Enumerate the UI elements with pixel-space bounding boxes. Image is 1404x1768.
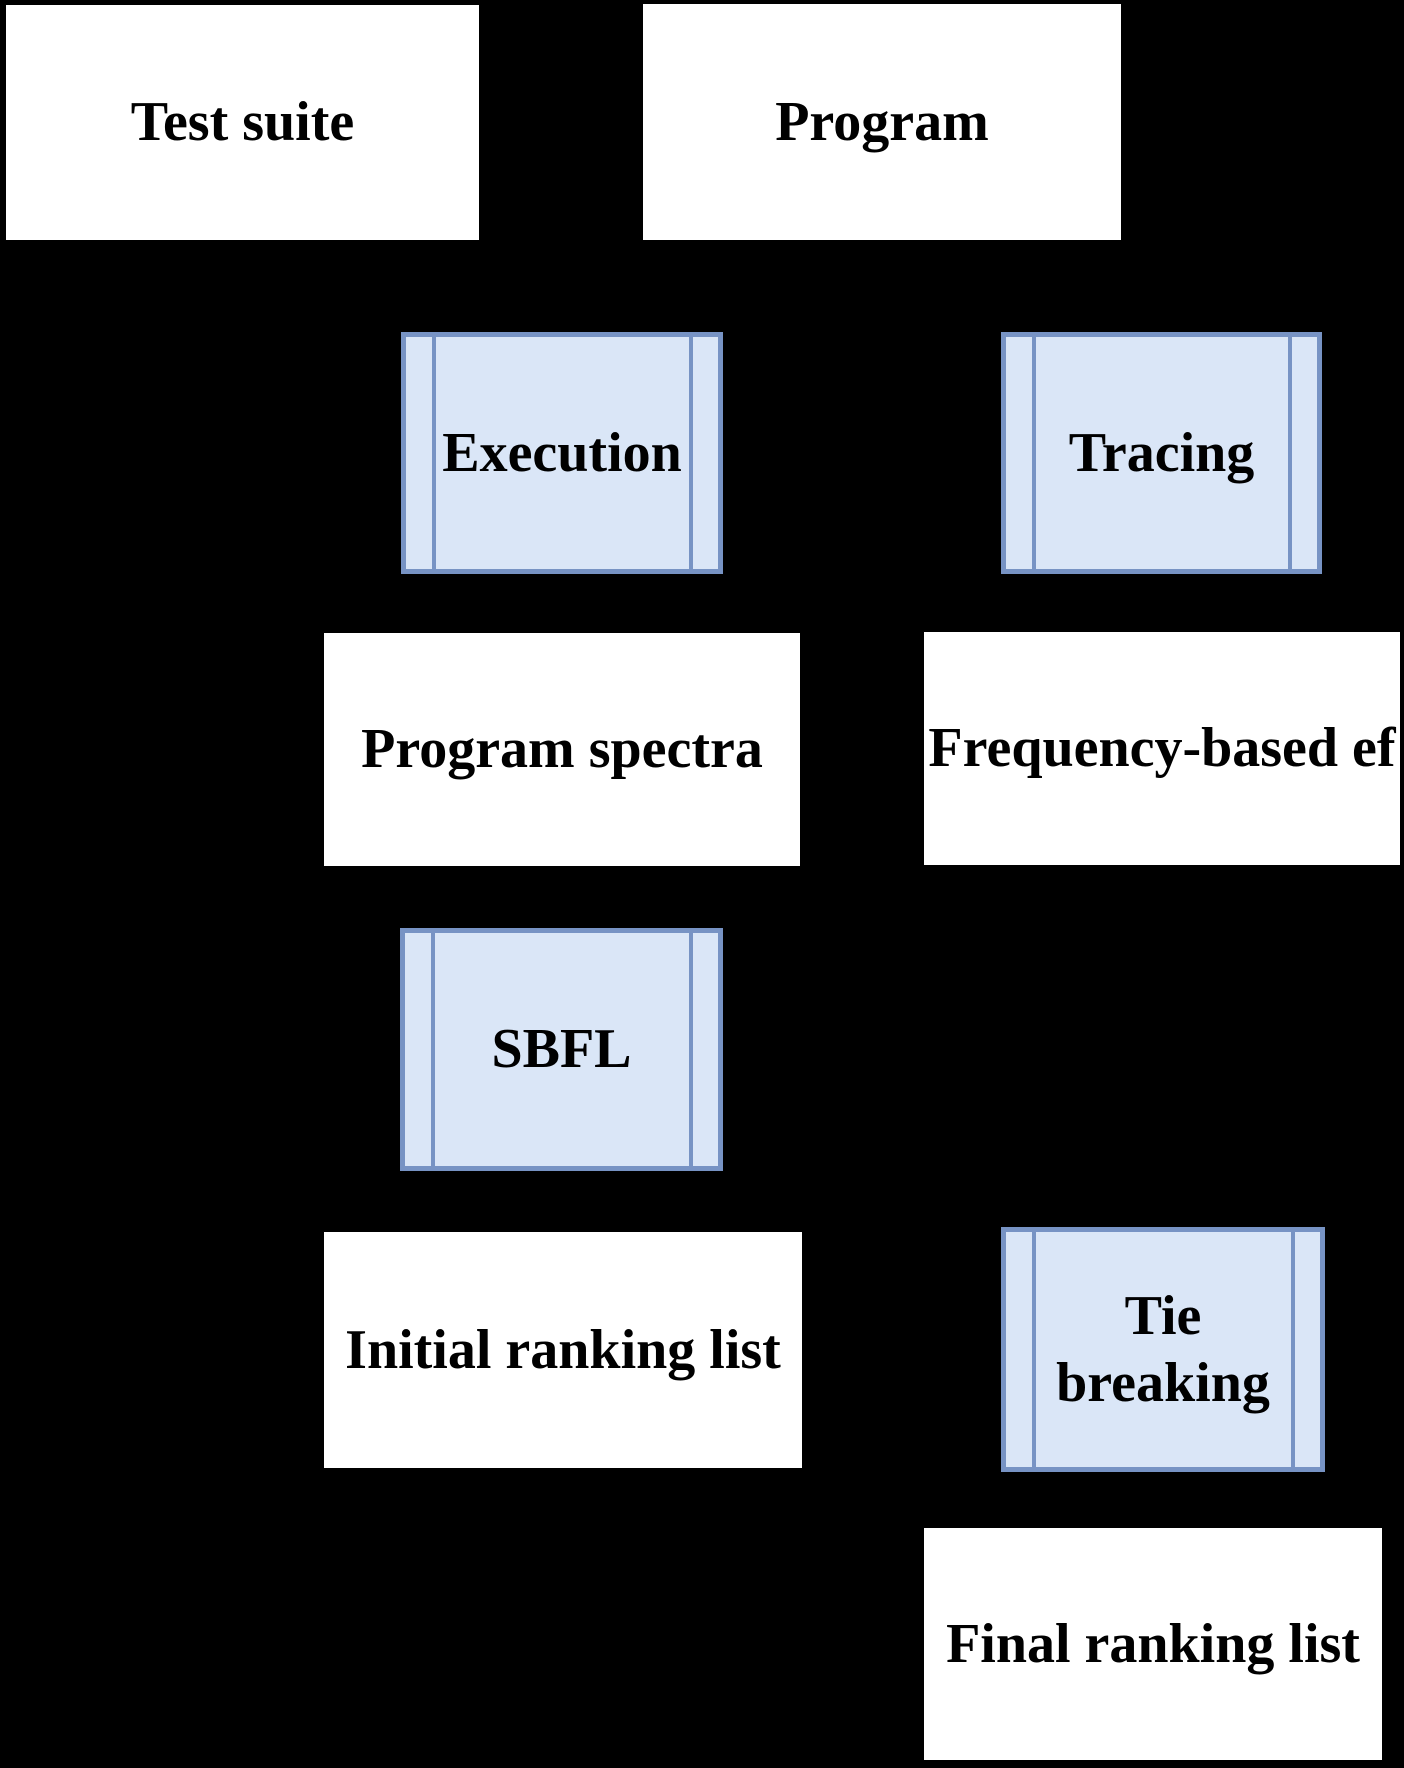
node-program-spectra: Program spectra [324, 633, 800, 866]
node-tie-breaking-label: Tie breaking [1056, 1285, 1270, 1414]
node-test-suite-label: Test suite [130, 91, 355, 154]
process-inner-line-right [689, 337, 693, 569]
node-final-ranking-list-label: Final ranking list [946, 1612, 1360, 1675]
process-inner-line-left [1032, 1232, 1036, 1467]
node-initial-ranking-list: Initial ranking list [324, 1232, 802, 1468]
node-test-suite: Test suite [6, 5, 479, 240]
node-sbfl: SBFL [400, 928, 723, 1171]
process-inner-line-right [1291, 1232, 1295, 1467]
node-frequency-based-ef: Frequency-based ef [924, 632, 1400, 865]
process-inner-line-left [1032, 337, 1036, 569]
node-initial-ranking-list-label: Initial ranking list [345, 1318, 781, 1381]
node-program: Program [643, 4, 1121, 240]
node-final-ranking-list: Final ranking list [924, 1528, 1382, 1760]
node-tracing-label: Tracing [1068, 421, 1255, 484]
process-inner-line-left [431, 933, 435, 1166]
node-tracing: Tracing [1001, 332, 1322, 574]
node-program-label: Program [775, 90, 989, 153]
process-inner-line-left [432, 337, 436, 569]
node-program-spectra-label: Program spectra [361, 718, 763, 781]
node-sbfl-label: SBFL [491, 1018, 632, 1081]
process-inner-line-right [689, 933, 693, 1166]
node-frequency-based-ef-label: Frequency-based ef [928, 717, 1396, 780]
node-execution: Execution [401, 332, 723, 574]
node-tie-breaking: Tie breaking [1001, 1227, 1325, 1472]
process-inner-line-right [1288, 337, 1292, 569]
node-execution-label: Execution [442, 421, 682, 484]
